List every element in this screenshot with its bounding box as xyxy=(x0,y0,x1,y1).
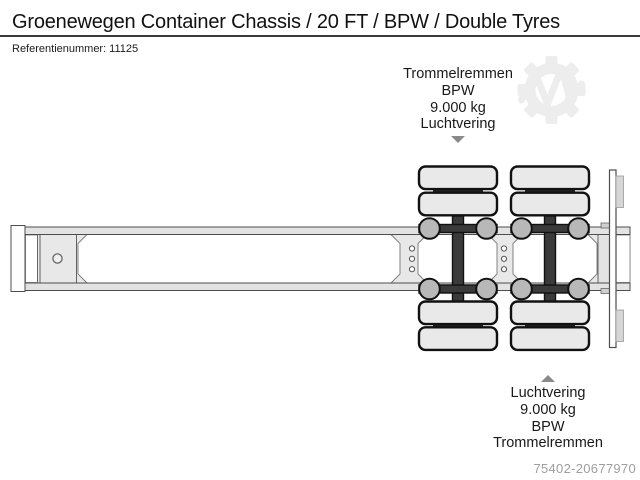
annotation-line: Luchtvering xyxy=(420,116,496,133)
annotation-line: 9.000 kg xyxy=(430,99,486,116)
annotation-line: BPW xyxy=(441,82,475,99)
arrow-down-icon xyxy=(451,136,465,144)
annotation-line: 9.000 kg xyxy=(520,401,576,418)
frame-cutout xyxy=(77,234,401,284)
reference-number-line: Referentienummer:11125 xyxy=(0,43,640,56)
rear-crossmember xyxy=(597,234,611,284)
bracket-holes xyxy=(408,245,508,273)
rear-light xyxy=(615,175,624,208)
annotation-line: Luchtvering xyxy=(510,385,586,401)
reference-value: 11125 xyxy=(109,43,139,55)
annotation-line: Trommelremmen xyxy=(493,435,603,452)
page-title: Groenewegen Container Chassis / 20 FT / … xyxy=(12,11,560,33)
rear-light xyxy=(615,309,624,342)
watermark-gear-icon xyxy=(517,56,586,124)
arrow-up-icon xyxy=(541,375,555,382)
rear-end xyxy=(600,169,624,349)
chassis-frame xyxy=(10,225,631,292)
axle-annotation-top: Trommelremmen BPW 9.000 kg Luchtvering xyxy=(348,66,568,144)
reference-label: Referentienummer: xyxy=(12,43,107,55)
axle-annotation-bottom: Luchtvering 9.000 kg BPW Trommelremmen xyxy=(438,375,640,452)
annotation-line: Trommelremmen xyxy=(403,66,513,82)
header: Groenewegen Container Chassis / 20 FT / … xyxy=(0,11,640,56)
listing-id: 75402-20677970 xyxy=(533,461,636,476)
title-divider xyxy=(0,35,640,37)
front-crossmember xyxy=(10,225,26,292)
kingpin xyxy=(52,253,63,264)
rear-bumper-bar xyxy=(608,169,617,349)
frame-cutout xyxy=(25,234,38,283)
annotation-line: BPW xyxy=(531,418,565,435)
